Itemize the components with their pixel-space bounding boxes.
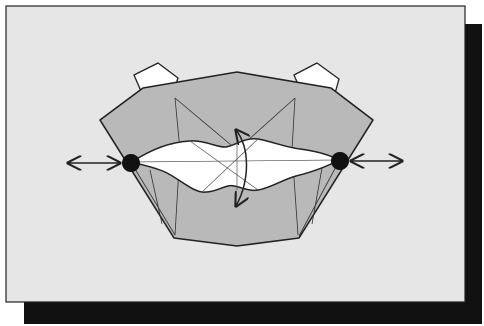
pivot-dot-icon-right: [331, 152, 349, 170]
pivot-dot-icon-left: [122, 154, 140, 172]
